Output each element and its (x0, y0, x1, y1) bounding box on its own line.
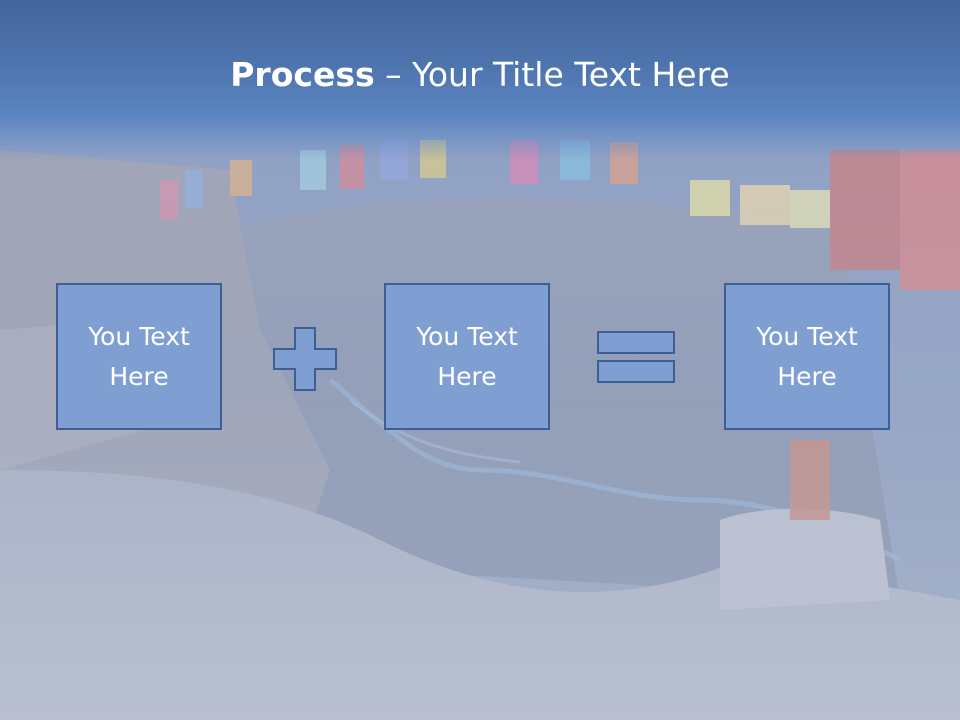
process-box-3-text: You Text Here (756, 321, 858, 391)
plus-icon (273, 327, 337, 391)
title-band (0, 0, 960, 160)
process-box-1-text: You Text Here (88, 321, 190, 391)
process-box-2-text: You Text Here (416, 321, 518, 391)
slide-title: Process – Your Title Text Here (0, 50, 960, 100)
process-box-2[interactable]: You Text Here (384, 283, 550, 430)
process-box-1[interactable]: You Text Here (56, 283, 222, 430)
equals-icon (597, 331, 675, 383)
process-box-3[interactable]: You Text Here (724, 283, 890, 430)
title-bold: Process (230, 55, 375, 94)
title-rest: – Your Title Text Here (374, 55, 730, 94)
